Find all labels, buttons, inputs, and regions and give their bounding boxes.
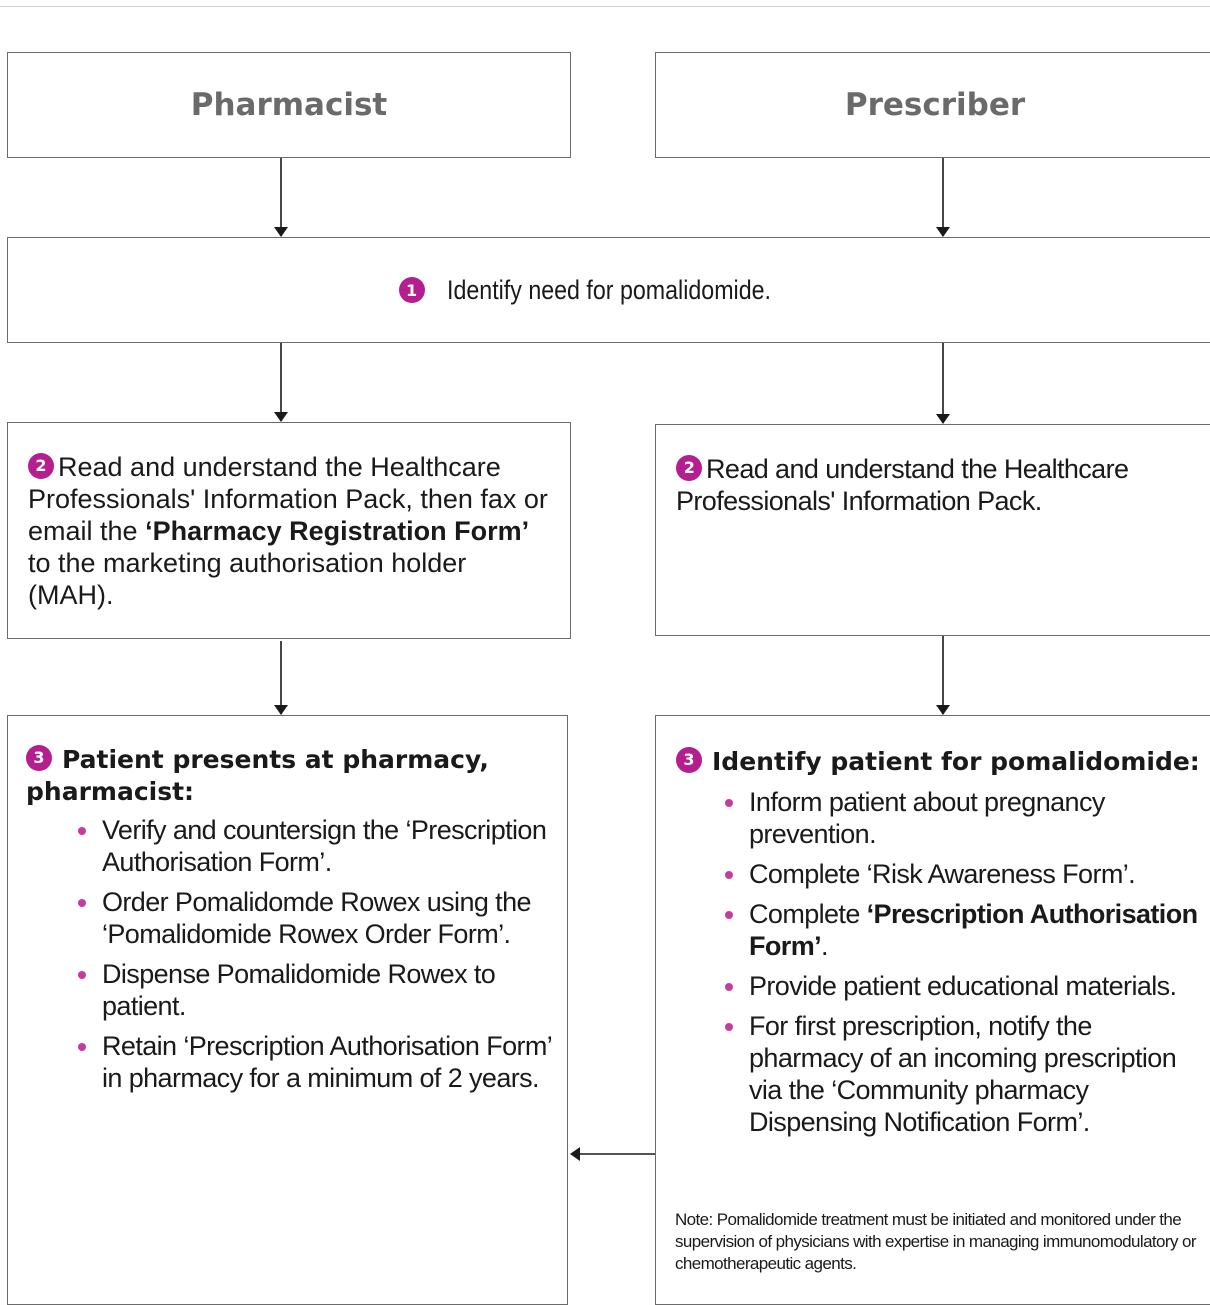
pharmacist-bullet-2: Order Pomalidomde Rowex using the ‘Pomal…	[102, 887, 532, 949]
list-item: Dispense Pomalidomide Rowex to patient.	[74, 958, 564, 1022]
list-item: Verify and countersign the ‘Prescription…	[74, 814, 564, 878]
step1-number-badge: 1	[398, 277, 425, 303]
prescriber-step2-number-badge: 2	[676, 454, 702, 481]
prescriber-step3-list: Inform patient about pregnancy preventio…	[721, 786, 1201, 1146]
pharmacist-step2-number-badge: 2	[28, 452, 54, 479]
bullet-dot-icon	[725, 799, 733, 807]
prescriber-step3-heading-bold: Identify patient for pomalidomide	[712, 747, 1190, 776]
pharmacist-header-box: Pharmacist	[7, 52, 571, 158]
step1-text: Identify need for pomalidomide.	[446, 274, 771, 305]
bullet-dot-icon	[725, 983, 733, 991]
bullet-dot-icon	[78, 899, 86, 907]
list-item: Inform patient about pregnancy preventio…	[721, 786, 1201, 850]
bullet-dot-icon	[725, 871, 733, 879]
bullet-dot-icon	[725, 911, 733, 919]
prescriber-bullet-4: Provide patient educational materials.	[749, 971, 1177, 1001]
pharmacist-step3-list: Verify and countersign the ‘Prescription…	[74, 814, 564, 1102]
list-item: Retain ‘Prescription Authorisation Form’…	[74, 1030, 564, 1094]
list-item: Provide patient educational materials.	[721, 970, 1201, 1002]
prescriber-step3-number-badge: 3	[676, 747, 702, 773]
pharmacist-bullet-4: Retain ‘Prescription Authorisation Form’…	[102, 1031, 552, 1093]
pharmacist-step2-text-pre: Read and understand the Healthcare Profe…	[28, 452, 548, 546]
prescriber-title: Prescriber	[844, 87, 1026, 123]
prescriber-bullet-3-pre: Complete	[749, 899, 867, 929]
pharmacist-step3-number-badge: 3	[26, 745, 52, 771]
prescription-authorisation-form-label: ‘Prescription Authorisation Form’	[749, 899, 1198, 961]
prescriber-header-box: Prescriber	[655, 52, 1210, 158]
pharmacist-bullet-3: Dispense Pomalidomide Rowex to patient.	[102, 959, 496, 1021]
list-item: Order Pomalidomde Rowex using the ‘Pomal…	[74, 886, 564, 950]
pharmacist-bullet-1: Verify and countersign the ‘Prescription…	[102, 815, 547, 877]
bullet-dot-icon	[78, 971, 86, 979]
list-item: For first prescription, notify the pharm…	[721, 1010, 1201, 1138]
pharmacist-step3-box: 3 Patient presents at pharmacy, pharmacis…	[7, 715, 568, 1305]
prescriber-bullet-5: For first prescription, notify the pharm…	[749, 1011, 1177, 1137]
pharmacist-step3-heading: 3 Patient presents at pharmacy, pharmacis…	[26, 744, 546, 808]
prescriber-step3-heading-rest: :	[1189, 747, 1200, 776]
pharmacist-step3-heading-bold: Patient presents at pharmacy	[62, 745, 480, 774]
list-item: Complete ‘Risk Awareness Form’.	[721, 858, 1201, 890]
prescriber-step2-text-body: Read and understand the Healthcare Profe…	[676, 454, 1129, 516]
prescriber-step3-box: 3 Identify patient for pomalidomide: Info…	[655, 715, 1210, 1305]
top-divider	[0, 6, 1210, 7]
prescriber-bullet-1: Inform patient about pregnancy preventio…	[749, 787, 1105, 849]
pharmacist-step2-text-post: to the marketing authorisation holder (M…	[28, 548, 467, 610]
bullet-dot-icon	[78, 1043, 86, 1051]
step1-box: 1 Identify need for pomalidomide.	[7, 237, 1210, 343]
pharmacist-title: Pharmacist	[190, 87, 388, 123]
bullet-dot-icon	[725, 1023, 733, 1031]
prescriber-bullet-3-post: .	[821, 931, 828, 961]
bullet-dot-icon	[78, 827, 86, 835]
list-item: Complete ‘Prescription Authorisation For…	[721, 898, 1201, 962]
prescriber-note: Note: Pomalidomide treatment must be ini…	[675, 1210, 1197, 1273]
pharmacist-step3-heading-rest: , pharmacist:	[26, 745, 489, 806]
prescriber-bullet-2: Complete ‘Risk Awareness Form’.	[749, 859, 1136, 889]
prescriber-step3-heading: 3 Identify patient for pomalidomide:	[676, 746, 1206, 778]
pharmacy-registration-form-label: ‘Pharmacy Registration Form’	[145, 516, 530, 546]
